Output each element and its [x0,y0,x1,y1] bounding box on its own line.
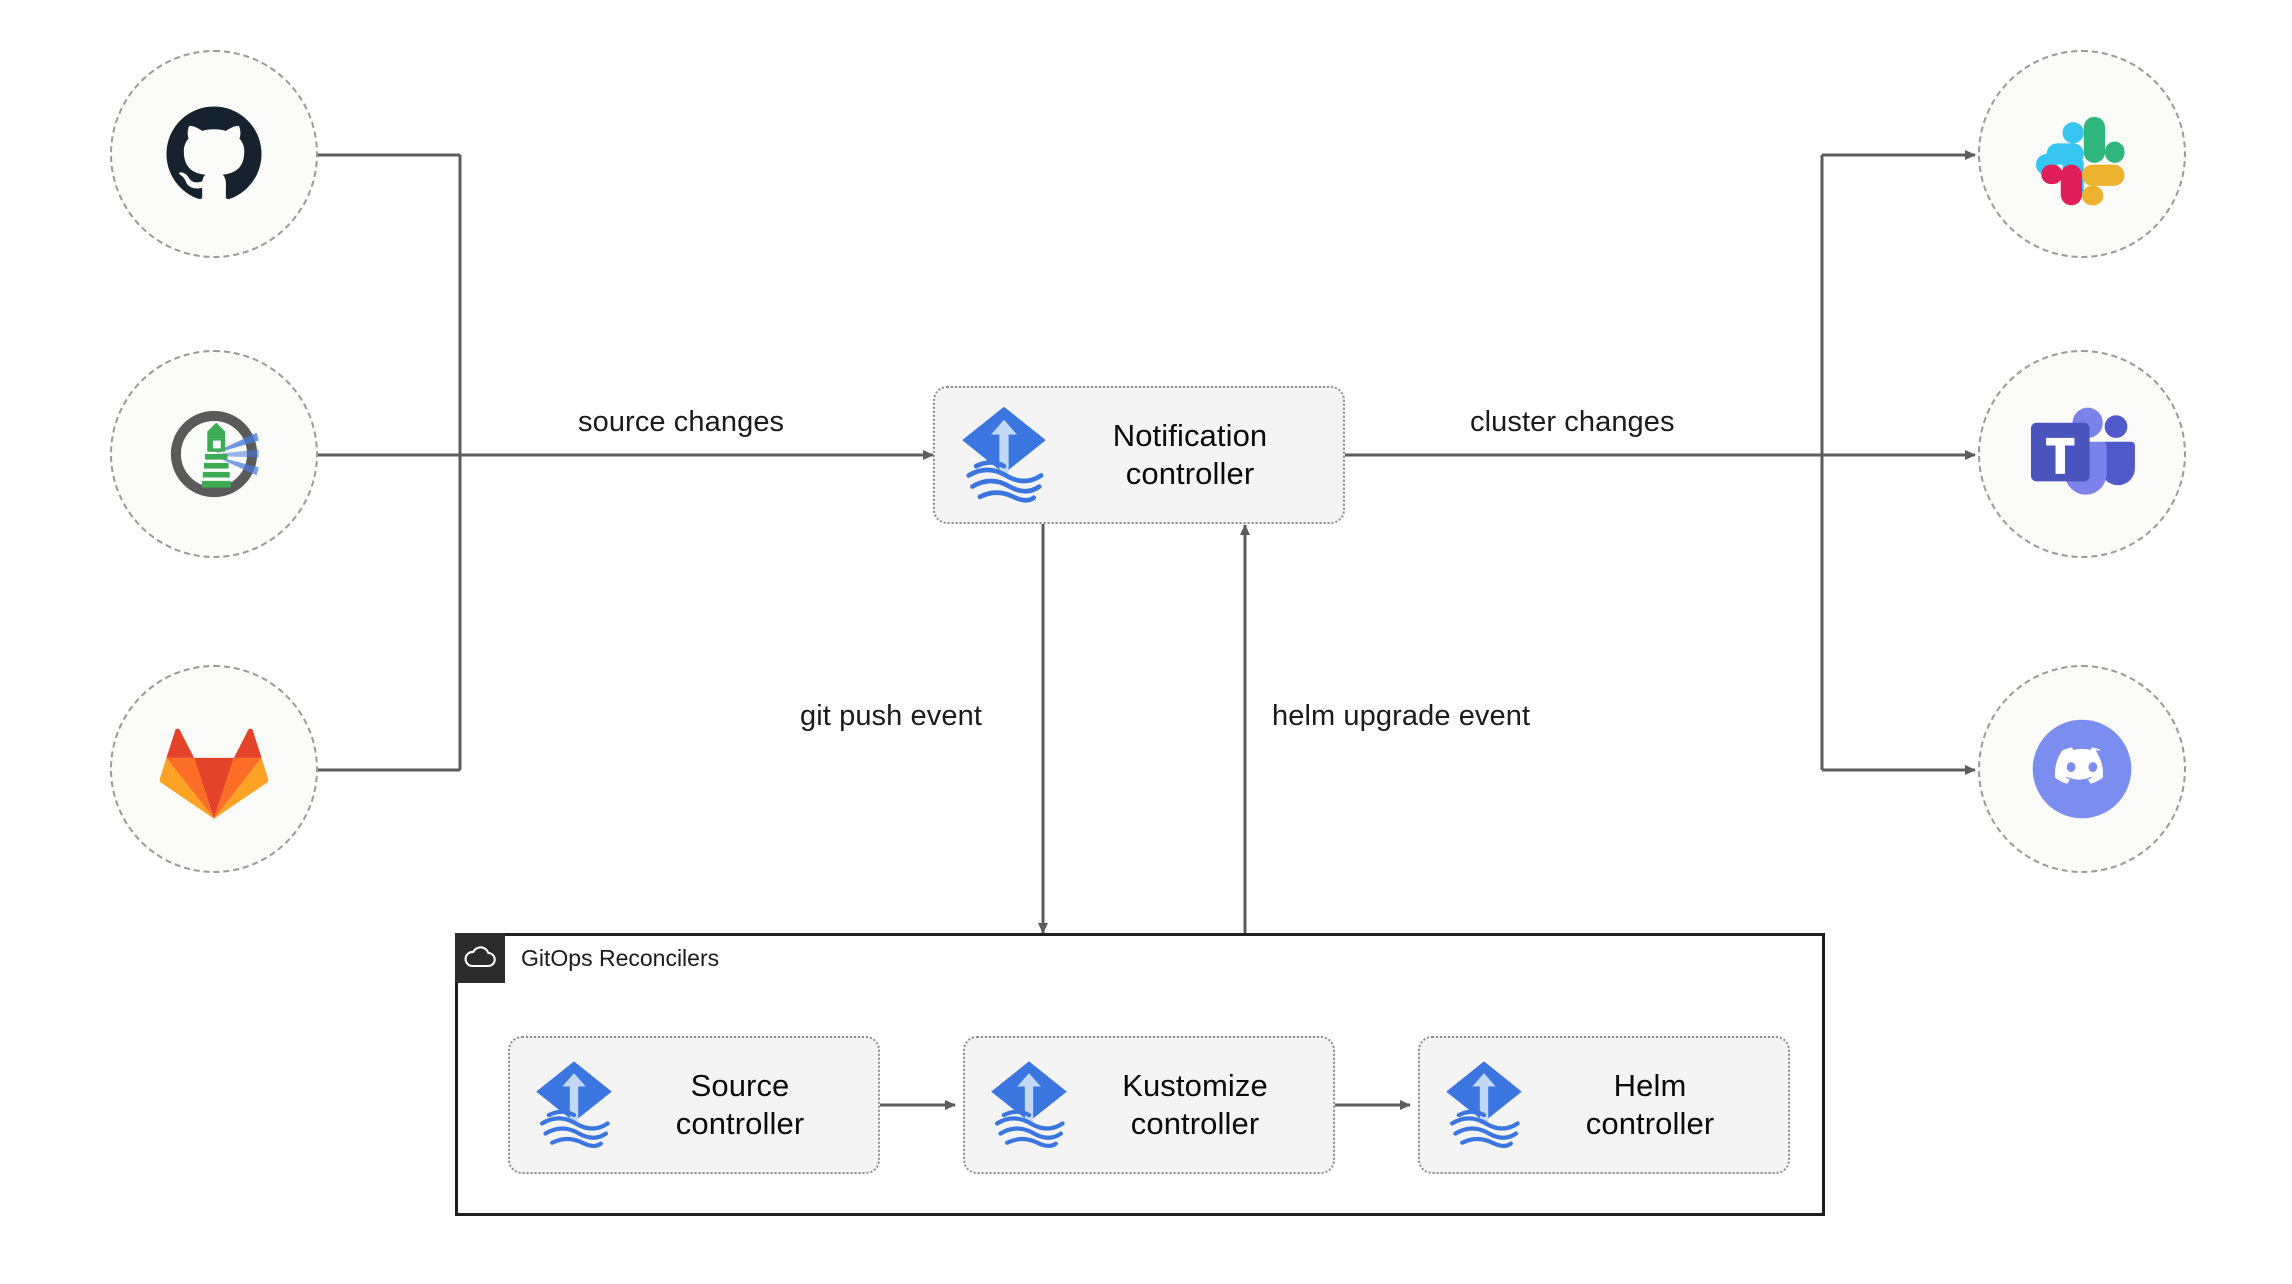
edge-label-cluster-changes: cluster changes [1470,406,1675,438]
helm-controller-box[interactable]: Helm controller [1418,1036,1790,1174]
source-controller-box[interactable]: Source controller [508,1036,880,1174]
source-controller-line2: controller [675,1106,805,1141]
cloud-icon [464,946,496,968]
notification-controller-box[interactable]: Notification controller [933,386,1345,524]
source-node-helm[interactable] [110,350,318,558]
destination-node-slack[interactable] [1978,50,2186,258]
source-node-github[interactable] [110,50,318,258]
edge-label-source-changes: source changes [578,406,785,438]
flux-icon [991,1061,1067,1149]
destination-node-discord[interactable] [1978,665,2186,873]
source-controller-label: Source controller [616,1067,878,1143]
source-controller-line1: Source [690,1068,790,1104]
helm-controller-line2: controller [1585,1106,1715,1141]
slack-icon [2035,116,2125,206]
flux-icon [1446,1061,1522,1149]
gitops-reconcilers-header: GitOps Reconcilers [455,933,719,983]
flux-icon [536,1061,612,1149]
kustomize-controller-line2: controller [1130,1106,1260,1141]
helm-controller-label: Helm controller [1526,1067,1788,1143]
kustomize-controller-line1: Kustomize [1122,1068,1268,1104]
edge-label-helm-upgrade-event: helm upgrade event [1272,700,1531,732]
source-node-gitlab[interactable] [110,665,318,873]
notification-controller-line1: Notification [1112,418,1268,454]
github-icon [166,106,262,200]
helm-controller-line1: Helm [1613,1068,1687,1104]
destination-node-teams[interactable] [1978,350,2186,558]
kustomize-controller-label: Kustomize controller [1071,1067,1333,1143]
discord-icon [2032,719,2132,819]
microsoft-teams-icon [2030,407,2135,495]
gitops-badge [455,933,505,983]
flux-icon [962,406,1046,503]
notification-controller-line2: controller [1125,456,1255,491]
kustomize-controller-box[interactable]: Kustomize controller [963,1036,1335,1174]
gitops-reconcilers-container [455,933,1825,1216]
edge-label-git-push-event: git push event [800,700,982,732]
notification-controller-label: Notification controller [1051,417,1343,493]
gitops-title: GitOps Reconcilers [521,944,720,971]
gitlab-icon [159,728,269,819]
helm-icon [170,410,259,498]
